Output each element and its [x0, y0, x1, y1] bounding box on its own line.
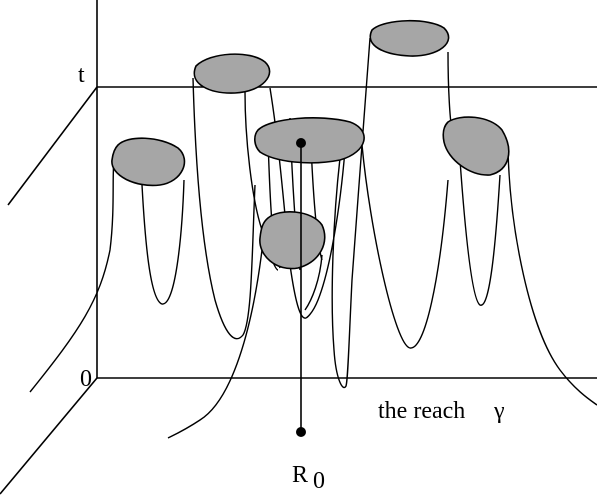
- curve-far-left: [29, 159, 115, 393]
- curve-lower-a: [167, 249, 263, 439]
- disk-right: [442, 116, 510, 176]
- curve-center-d: [305, 149, 346, 319]
- disk-left: [111, 137, 186, 187]
- curve-far-right-b: [507, 149, 597, 406]
- time-label: t: [78, 62, 85, 88]
- r0-bottom-dot: [296, 427, 306, 437]
- cross-section-disks: [111, 19, 510, 270]
- depth-line-bottom: [0, 377, 98, 495]
- curve-left-a: [141, 179, 185, 305]
- disk-upper-right: [369, 19, 450, 57]
- curve-right-c: [361, 144, 449, 349]
- curve-lower-b: [304, 254, 323, 311]
- curve-right-b: [447, 51, 453, 131]
- r0-subscript: 0: [313, 468, 325, 494]
- curve-far-right-a: [459, 159, 501, 306]
- disk-upper-mid: [193, 53, 271, 94]
- curve-mid-a: [192, 77, 256, 340]
- disk-center: [254, 117, 365, 164]
- r0-top-dot: [296, 138, 306, 148]
- zero-label: 0: [80, 366, 92, 392]
- disk-lower: [259, 211, 326, 270]
- depth-line-top: [7, 86, 98, 206]
- r0-label: R: [292, 462, 308, 488]
- curve-right-a: [331, 37, 371, 389]
- r0-marker: [296, 138, 306, 437]
- reach-label: the reach: [378, 398, 465, 424]
- gamma-label: γ: [493, 398, 505, 424]
